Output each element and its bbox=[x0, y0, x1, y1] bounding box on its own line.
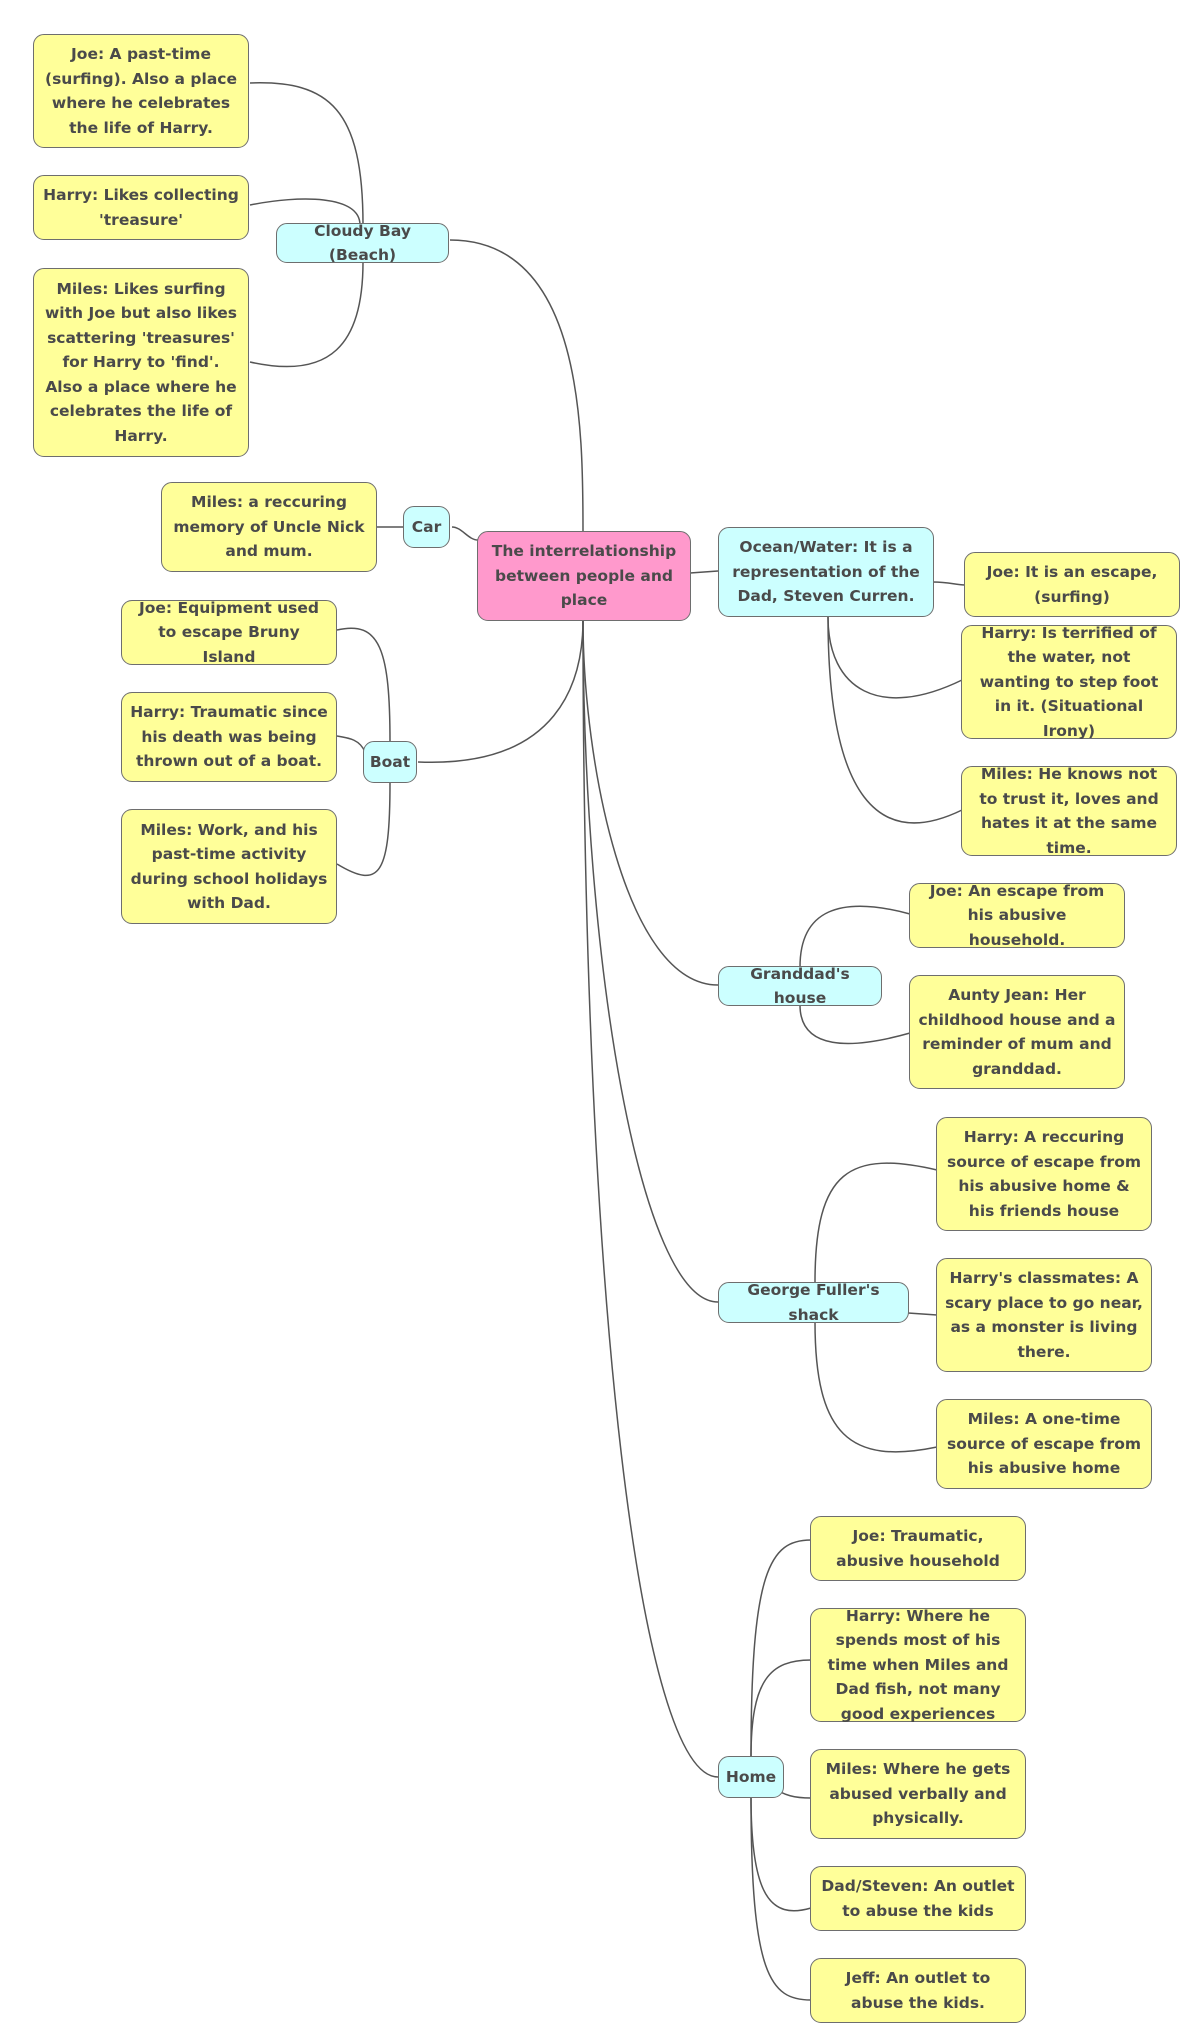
leaf-home-dad-steven[interactable]: Dad/Steven: An outlet to abuse the kids bbox=[810, 1866, 1026, 1931]
link-ocean-harry bbox=[827, 616, 963, 699]
link-home-joe bbox=[750, 1539, 812, 1758]
leaf-home-harry[interactable]: Harry: Where he spends most of his time … bbox=[810, 1607, 1026, 1723]
topic-ocean-water[interactable]: Ocean/Water: It is a representation of t… bbox=[718, 527, 934, 617]
link-boat-harry bbox=[336, 735, 366, 753]
topic-george-fullers-shack[interactable]: George Fuller's shack bbox=[718, 1281, 909, 1324]
topic-cloudy-bay-beach[interactable]: Cloudy Bay (Beach) bbox=[276, 222, 449, 264]
leaf-ocean-harry[interactable]: Harry: Is terrified of the water, not wa… bbox=[961, 624, 1177, 740]
leaf-boat-joe[interactable]: Joe: Equipment used to escape Bruny Isla… bbox=[121, 599, 337, 666]
link-shack-harry bbox=[814, 1162, 938, 1283]
center-topic[interactable]: The interrelationship between people and… bbox=[477, 531, 691, 621]
link-center-ocean bbox=[689, 570, 719, 574]
link-ocean-miles bbox=[827, 616, 963, 824]
link-home-dad bbox=[750, 1796, 812, 1912]
leaf-granddad-aunty-jean[interactable]: Aunty Jean: Her childhood house and a re… bbox=[909, 975, 1125, 1089]
leaf-beach-harry[interactable]: Harry: Likes collecting 'treasure' bbox=[33, 175, 249, 240]
topic-boat[interactable]: Boat bbox=[363, 741, 417, 783]
topic-granddads-house[interactable]: Granddad's house bbox=[718, 965, 882, 1007]
leaf-shack-classmates[interactable]: Harry's classmates: A scary place to go … bbox=[936, 1258, 1152, 1372]
leaf-home-jeff[interactable]: Jeff: An outlet to abuse the kids. bbox=[810, 1958, 1026, 2023]
link-granddad-jean bbox=[799, 1004, 911, 1045]
leaf-beach-joe[interactable]: Joe: A past-time (surfing). Also a place… bbox=[33, 34, 249, 148]
link-beach-miles bbox=[249, 261, 364, 368]
leaf-car-miles[interactable]: Miles: a reccuring memory of Uncle Nick … bbox=[161, 482, 377, 572]
link-granddad-joe bbox=[799, 905, 911, 968]
leaf-home-joe[interactable]: Joe: Traumatic, abusive household bbox=[810, 1516, 1026, 1581]
leaf-beach-miles[interactable]: Miles: Likes surfing with Joe but also l… bbox=[33, 268, 249, 457]
link-boat-miles bbox=[336, 781, 391, 877]
leaf-granddad-joe[interactable]: Joe: An escape from his abusive househol… bbox=[909, 882, 1125, 949]
link-home-jeff bbox=[750, 1796, 812, 2001]
leaf-shack-miles[interactable]: Miles: A one-time source of escape from … bbox=[936, 1399, 1152, 1489]
link-shack-miles bbox=[814, 1321, 938, 1453]
link-beach-joe bbox=[249, 82, 364, 226]
link-boat-joe bbox=[336, 627, 391, 743]
link-beach-harry bbox=[249, 198, 361, 226]
link-center-home bbox=[582, 619, 719, 1778]
link-center-car bbox=[451, 526, 479, 541]
leaf-boat-harry[interactable]: Harry: Traumatic since his death was bei… bbox=[121, 692, 337, 782]
link-center-boat bbox=[417, 619, 584, 763]
link-shack-classmates bbox=[907, 1312, 938, 1316]
link-center-granddad bbox=[582, 619, 719, 986]
leaf-home-miles[interactable]: Miles: Where he gets abused verbally and… bbox=[810, 1749, 1026, 1839]
topic-home[interactable]: Home bbox=[718, 1756, 784, 1798]
topic-car[interactable]: Car bbox=[403, 506, 450, 548]
leaf-boat-miles[interactable]: Miles: Work, and his past-time activity … bbox=[121, 809, 337, 924]
link-center-shack bbox=[582, 619, 719, 1303]
link-ocean-joe bbox=[932, 581, 966, 586]
link-center-beach bbox=[449, 239, 584, 533]
link-home-harry bbox=[750, 1659, 812, 1758]
leaf-ocean-miles[interactable]: Miles: He knows not to trust it, loves a… bbox=[961, 765, 1177, 857]
leaf-ocean-joe[interactable]: Joe: It is an escape, (surfing) bbox=[964, 552, 1180, 617]
leaf-shack-harry[interactable]: Harry: A reccuring source of escape from… bbox=[936, 1117, 1152, 1231]
